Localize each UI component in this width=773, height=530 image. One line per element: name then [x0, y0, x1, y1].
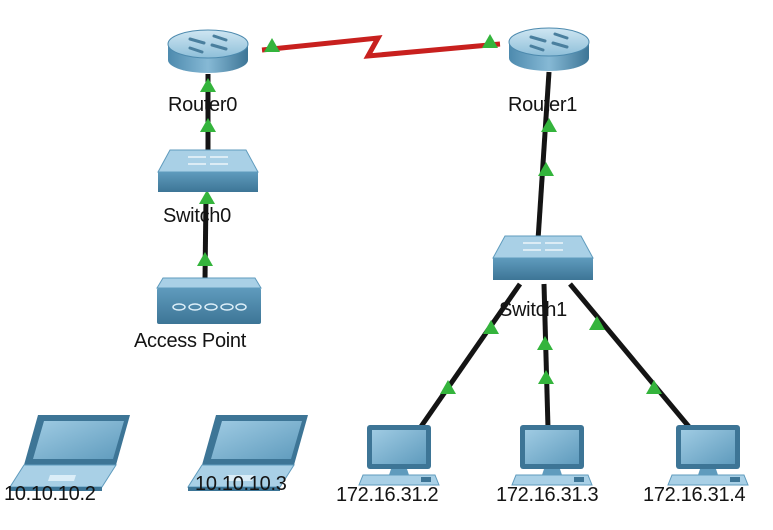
- access-point-label: Access Point: [134, 330, 247, 352]
- laptop-icon: [9, 415, 130, 491]
- link-up-indicator: [646, 380, 662, 394]
- link-switch1-pc2[interactable]: [541, 283, 551, 429]
- link-switch1-pc3[interactable]: [568, 282, 692, 430]
- link-up-indicator: [537, 336, 553, 350]
- link-up-indicator: [199, 190, 215, 204]
- link-up-indicator: [197, 252, 213, 266]
- laptop1-device[interactable]: [9, 415, 130, 491]
- pc2-label: 172.16.31.3: [496, 484, 599, 506]
- serial-link-router0-router1[interactable]: [261, 35, 501, 59]
- laptop1-label: 10.10.10.2: [4, 483, 96, 505]
- link-up-indicator: [482, 34, 498, 48]
- link-up-indicator: [483, 320, 499, 334]
- switch0-label: Switch0: [163, 205, 231, 227]
- pc2-device[interactable]: [511, 425, 593, 486]
- link-up-indicator: [200, 118, 216, 132]
- access-point-device[interactable]: [156, 277, 262, 324]
- router0-device[interactable]: [167, 29, 249, 73]
- pc1-label: 172.16.31.2: [336, 484, 439, 506]
- link-up-indicator: [538, 162, 554, 176]
- router1-label: Router1: [508, 94, 578, 116]
- laptop2-device[interactable]: [187, 415, 308, 491]
- laptop-icon: [187, 415, 308, 491]
- link-up-indicator: [440, 380, 456, 394]
- pc3-device[interactable]: [667, 425, 749, 486]
- pc-icon: [511, 425, 593, 486]
- link-up-indicator: [538, 370, 554, 384]
- link-up-indicator: [200, 78, 216, 92]
- link-up-indicator: [541, 118, 557, 132]
- switch1-label: Switch1: [499, 299, 567, 321]
- access-point-icon: [156, 277, 262, 324]
- switch-icon: [157, 149, 259, 192]
- router0-label: Router0: [168, 94, 238, 116]
- switch-icon: [492, 235, 594, 280]
- pc1-device[interactable]: [358, 425, 440, 486]
- link-switch1-pc1[interactable]: [417, 282, 523, 430]
- laptop2-label: 10.10.10.3: [195, 473, 287, 495]
- switch1-device[interactable]: [492, 235, 594, 280]
- link-up-indicator: [589, 316, 605, 330]
- pc-icon: [667, 425, 749, 486]
- router1-device[interactable]: [508, 27, 590, 71]
- link-router1-switch1[interactable]: [535, 71, 552, 241]
- switch0-device[interactable]: [157, 149, 259, 192]
- link-up-indicator: [264, 38, 280, 52]
- router-icon: [167, 29, 249, 73]
- pc3-label: 172.16.31.4: [643, 484, 746, 506]
- pc-icon: [358, 425, 440, 486]
- router-icon: [508, 27, 590, 71]
